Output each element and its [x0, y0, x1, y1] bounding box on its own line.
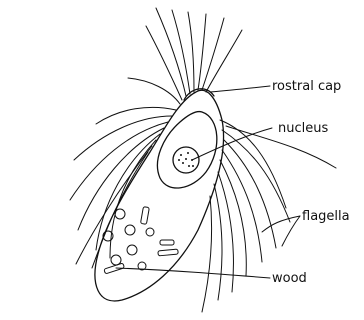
- label-rostral-cap: rostral cap: [272, 79, 341, 94]
- label-flagella: flagella: [302, 209, 350, 224]
- label-nucleus: nucleus: [278, 121, 328, 136]
- label-wood: wood: [272, 271, 307, 286]
- leader-wood: [116, 268, 270, 278]
- nucleus-dots: [178, 152, 194, 167]
- leader-nucleus: [192, 128, 272, 160]
- flagella-top: [146, 8, 242, 100]
- cell-body-outline: [95, 90, 224, 301]
- nucleus-membrane: [157, 112, 216, 188]
- leader-flagella-2: [282, 216, 300, 246]
- leader-rostral-cap: [210, 86, 270, 92]
